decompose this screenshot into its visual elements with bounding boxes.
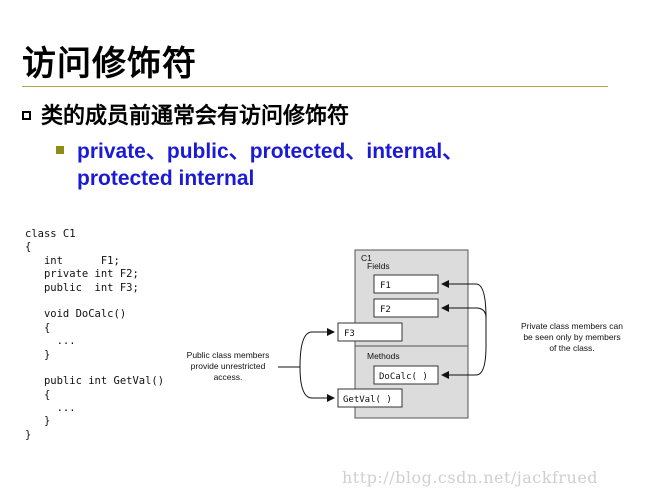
- arrow-to-getval: [299, 366, 335, 402]
- bullet-level2: private、public、protected、internal、 prote…: [56, 138, 526, 192]
- code-line: int F1;: [25, 254, 120, 267]
- filled-square-bullet-icon: [56, 146, 64, 154]
- member-getval-box: [337, 388, 403, 408]
- code-line: }: [25, 348, 51, 361]
- arrow-to-docalc: [441, 345, 487, 379]
- code-line: private int F2;: [25, 268, 139, 281]
- member-f3-box: [337, 322, 403, 342]
- code-line: void DoCalc(): [25, 308, 127, 321]
- member-f1-box: [373, 274, 439, 294]
- private-note-line1: Private class members can: [521, 321, 623, 331]
- member-getval-label: GetVal( ): [343, 395, 392, 405]
- arrow-to-f1: [441, 280, 487, 319]
- private-note-line3: of the class.: [549, 343, 594, 353]
- member-f1-label: F1: [380, 281, 391, 291]
- code-line: {: [25, 388, 51, 401]
- modifier-list-line2: protected internal: [77, 167, 255, 190]
- arrow-to-f2: [441, 304, 487, 319]
- code-line: }: [25, 415, 51, 428]
- code-line: {: [25, 241, 32, 254]
- title-divider: [22, 86, 608, 87]
- code-line: public int GetVal(): [25, 375, 165, 388]
- code-line: class C1: [25, 228, 76, 240]
- code-line: ...: [25, 402, 76, 415]
- code-line: ...: [25, 335, 76, 348]
- code-line: public int F3;: [25, 281, 139, 294]
- modifier-list-line1: private、public、protected、internal、: [77, 140, 464, 163]
- code-line: {: [25, 321, 51, 334]
- class-name-label: C1: [361, 253, 372, 263]
- code-sample: class C1 { int F1; private int F2; publi…: [25, 228, 164, 442]
- member-docalc-box: [373, 365, 439, 385]
- watermark-url: http://blog.csdn.net/jackfrued: [342, 468, 599, 487]
- bullet-level1: 类的成员前通常会有访问修饰符: [22, 98, 349, 130]
- member-f2-box: [373, 298, 439, 318]
- modifier-list: private、public、protected、internal、 prote…: [77, 138, 526, 192]
- fields-label: Fields: [367, 261, 390, 271]
- member-docalc-label: DoCalc( ): [379, 372, 428, 382]
- public-note-line3: access.: [214, 372, 243, 382]
- bullet-level1-text: 类的成员前通常会有访问修饰符: [41, 104, 350, 129]
- methods-label: Methods: [367, 351, 400, 361]
- member-f2-label: F2: [380, 305, 391, 315]
- arrow-to-f3: [299, 328, 335, 368]
- code-line: }: [25, 428, 32, 441]
- public-note-line2: provide unrestricted: [191, 361, 266, 371]
- private-note-line2: be seen only by members: [523, 332, 620, 342]
- hollow-square-bullet-icon: [22, 110, 31, 120]
- public-note-line1: Public class members: [187, 350, 270, 360]
- member-f3-label: F3: [344, 329, 355, 339]
- slide-title: 访问修饰符: [22, 44, 197, 84]
